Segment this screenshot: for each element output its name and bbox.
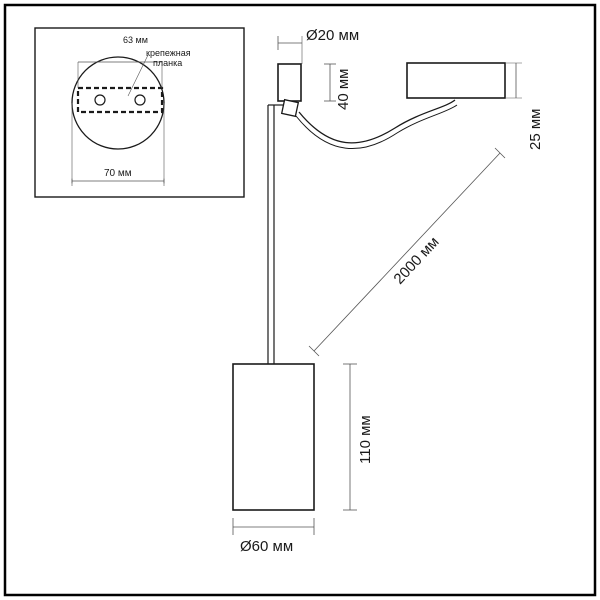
wall-mount-block xyxy=(277,63,302,102)
cable-length-dimension: 2000 мм xyxy=(308,147,506,357)
shade-height-dimension: 110 мм xyxy=(343,363,374,511)
lamp-shade xyxy=(232,363,315,511)
mounting-bracket xyxy=(76,86,164,114)
mount-height-dimension: 40 мм xyxy=(324,63,352,110)
shade-height-label: 110 мм xyxy=(357,415,374,464)
base-circle xyxy=(71,56,165,150)
mount-connector xyxy=(280,98,300,118)
plate-width-label: 63 мм xyxy=(123,35,148,45)
canopy-height-dimension: 25 мм xyxy=(505,62,544,150)
shade-diameter-label: Ø60 мм xyxy=(240,538,293,555)
bracket-leader-line xyxy=(127,54,149,97)
shade-diameter-dimension: Ø60 мм xyxy=(232,518,315,555)
screw-hole-left xyxy=(94,94,106,106)
power-cable xyxy=(298,99,456,144)
mount-diameter-dimension: Ø20 мм xyxy=(277,27,359,64)
cable-length-tick-bottom xyxy=(308,345,320,357)
inset-panel: 63 мм крепежная планка 70 мм xyxy=(34,27,245,198)
screw-hole-right xyxy=(134,94,146,106)
ceiling-canopy xyxy=(406,62,506,99)
mount-diameter-label: Ø20 мм xyxy=(306,27,359,44)
bracket-label-line2: планка xyxy=(153,58,182,68)
power-cable-inner xyxy=(295,104,458,150)
canopy-height-label: 25 мм xyxy=(527,109,544,150)
mount-height-label: 40 мм xyxy=(335,69,352,110)
bracket-label-line1: крепежная xyxy=(146,48,191,58)
inset-frame xyxy=(34,27,245,198)
base-diameter-label: 70 мм xyxy=(104,168,132,179)
cable-length-dim-line xyxy=(313,152,501,352)
cable-length-tick-top xyxy=(494,147,506,159)
page-border xyxy=(3,3,597,597)
